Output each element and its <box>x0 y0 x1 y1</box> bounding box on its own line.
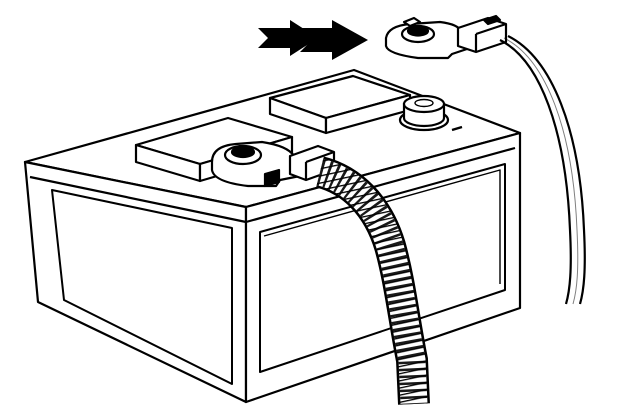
side-lip-line <box>245 146 516 224</box>
installed-terminal-clamp <box>210 140 336 188</box>
arrow-right-icon <box>258 20 368 60</box>
battery-post <box>398 94 463 132</box>
clamp-bolt <box>263 168 281 188</box>
thin-cable <box>499 35 586 305</box>
vent-caps <box>134 74 412 183</box>
corrugated-cable <box>315 156 430 405</box>
side-recess-inner <box>263 169 501 284</box>
detached-connector <box>456 16 508 54</box>
front-lip-line <box>29 175 247 224</box>
detached-terminal-clamp <box>384 14 508 60</box>
front-recess-panel <box>51 189 233 385</box>
arrow-head-2 <box>300 20 368 60</box>
clamp-bolt-hole <box>230 145 256 159</box>
polarity-mark <box>451 125 463 132</box>
detached-clamp-hole <box>406 25 430 37</box>
post-top <box>402 94 446 114</box>
